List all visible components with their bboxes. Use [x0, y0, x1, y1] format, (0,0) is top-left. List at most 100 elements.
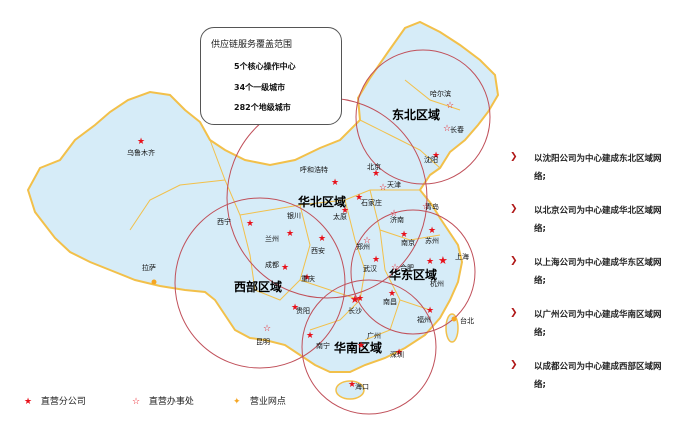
star-icon: ★: [395, 348, 403, 358]
office-stars: ☆ ☆ ☆ ☆ ☆ ☆ ☆ ☆: [263, 101, 454, 334]
coverage-line: 5个核心操作中心: [234, 62, 296, 71]
city-label: 福州: [417, 315, 431, 324]
star-outline-icon: ☆: [379, 183, 387, 193]
city-label: 呼和浩特: [300, 165, 328, 174]
city-label: 深圳: [390, 350, 404, 359]
city-label: 长春: [450, 125, 464, 134]
legend-branch: ★ 直营分公司: [24, 394, 86, 407]
star-icon: ★: [318, 234, 326, 244]
city-label: 乌鲁木齐: [127, 148, 155, 157]
city-label: 南昌: [383, 297, 397, 306]
star-icon: ★: [281, 263, 289, 273]
star-icon: ★: [306, 331, 314, 341]
city-label: 天津: [387, 181, 401, 189]
city-label: 长沙: [348, 306, 362, 315]
star-icon: ★: [438, 254, 448, 267]
legend-label: 直营办事处: [148, 397, 194, 407]
note-text: 以成都公司为中心建成西部区域网络;: [534, 362, 662, 390]
star-icon: ★: [400, 230, 408, 240]
star-icon: ★: [348, 380, 356, 390]
city-label: 郑州: [356, 243, 370, 251]
city-label: 拉萨: [142, 263, 156, 272]
legend-outlet: ✦ 营业网点: [233, 394, 286, 407]
city-label: 武汉: [363, 264, 377, 273]
coverage-title: 供应链服务覆盖范围: [211, 40, 293, 50]
star-icon: ★: [372, 169, 380, 179]
east-region-circle: [350, 209, 476, 335]
outlet-icon: ✦: [233, 397, 241, 407]
star-icon: ★: [428, 226, 436, 236]
city-label: 上海: [455, 252, 469, 261]
star-outline-icon: ☆: [390, 209, 398, 219]
city-label: 沈阳: [424, 155, 438, 164]
city-label: 杭州: [430, 279, 444, 288]
star-icon: ★: [357, 341, 365, 351]
region-label-northeast: 东北区域: [392, 107, 440, 122]
region-label-south: 华南区域: [334, 340, 382, 355]
star-icon: ★: [432, 151, 440, 161]
star-icon: ★: [355, 193, 363, 203]
note-text: 以沈阳公司为中心建成东北区域网络;: [534, 154, 662, 182]
legend-office: ☆ 直营办事处: [132, 394, 194, 407]
region-label-east: 华东区域: [389, 267, 437, 282]
chevron-right-icon: ❯: [510, 204, 518, 214]
city-label: 银川: [287, 211, 301, 220]
city-label: 济南: [390, 215, 404, 224]
city-label: 太原: [333, 212, 347, 221]
star-icon: ★: [356, 294, 364, 304]
west-region-circle: [174, 197, 346, 369]
note-text: 以北京公司为中心建成华北区域网络;: [534, 206, 662, 234]
chevron-right-icon: ❯: [510, 360, 518, 370]
star-outline-icon: ☆: [132, 397, 141, 407]
city-label: 兰州: [265, 234, 279, 243]
star-outline-icon: ☆: [422, 202, 430, 212]
coverage-line: 282个地级城市: [234, 103, 291, 112]
city-label: 青岛: [425, 202, 439, 211]
star-icon: ★: [426, 306, 434, 316]
city-label: 台北: [460, 316, 474, 325]
city-label: 贵阳: [296, 306, 310, 315]
star-icon: ★: [137, 137, 145, 147]
star-icon: ★: [286, 229, 294, 239]
legend-label: 营业网点: [249, 397, 286, 407]
star-outline-icon: ☆: [446, 101, 454, 111]
branch-stars: ★ ★ ★ ★ ★ ★ ★ ★ ★ ★ ★ ★ ★ ★ ★ ★ ★ ★ ★ ★ …: [137, 137, 448, 390]
star-icon: ★: [426, 257, 434, 267]
city-label: 合肥: [400, 263, 414, 272]
city-label: 西安: [311, 246, 325, 255]
chevron-right-icon: ❯: [510, 152, 518, 162]
star-icon: ★: [246, 219, 254, 229]
star-icon: ★: [341, 206, 349, 216]
city-label: 重庆: [301, 274, 315, 283]
city-label: 海口: [355, 382, 369, 391]
star-icon: ★: [291, 303, 299, 313]
city-label: 苏州: [425, 236, 439, 245]
star-icon: ★: [303, 273, 311, 283]
star-icon: ★: [24, 397, 33, 407]
coverage-line: 34个一级城市: [234, 83, 286, 92]
city-label: 北京: [367, 162, 381, 171]
note-text: 以上海公司为中心建成华东区域网络;: [534, 258, 662, 286]
outlet-dot-taipei: [451, 316, 457, 322]
star-outline-icon: ☆: [363, 236, 371, 246]
star-icon: ★: [372, 255, 380, 265]
city-label: 广州: [367, 331, 381, 340]
city-label: 哈尔滨: [430, 89, 451, 98]
star-icon: ★: [331, 178, 339, 188]
hainan-island: [335, 380, 365, 400]
northeast-region-circle: [355, 49, 491, 185]
outlet-dot-lhasa: [151, 279, 157, 285]
star-outline-icon: ☆: [443, 124, 451, 134]
chevron-right-icon: ❯: [510, 308, 518, 318]
city-label: 南京: [401, 238, 415, 247]
city-label: 成都: [265, 260, 279, 269]
legend-label: 直营分公司: [40, 397, 86, 407]
city-label: 西宁: [217, 217, 231, 226]
province-borders: [129, 79, 461, 341]
region-label-west: 西部区域: [234, 279, 282, 294]
city-label: 石家庄: [361, 198, 382, 207]
chevron-right-icon: ❯: [510, 256, 518, 266]
star-icon: ★: [388, 289, 396, 299]
coverage-box: 供应链服务覆盖范围 5个核心操作中心 34个一级城市 282个地级城市: [200, 27, 342, 125]
